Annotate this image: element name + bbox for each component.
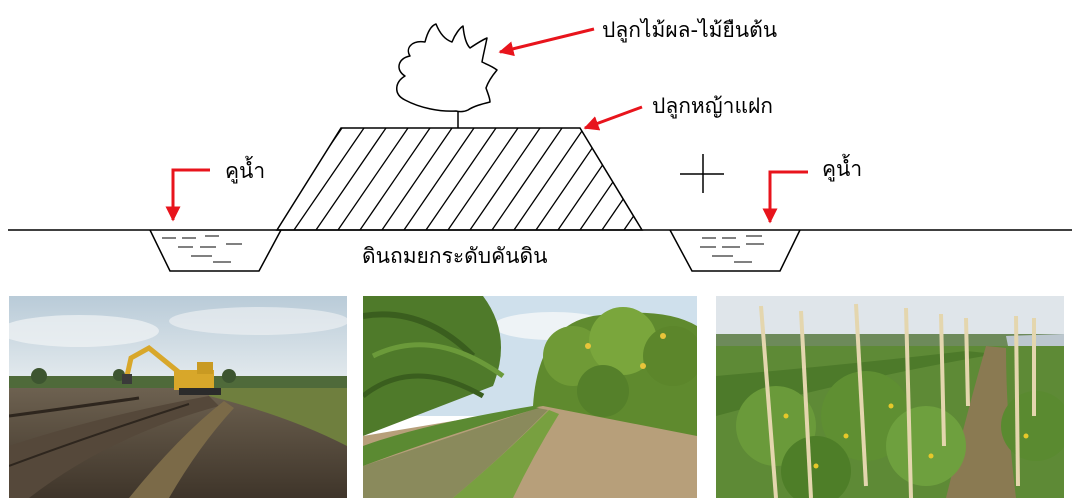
hatch-line — [293, 128, 365, 230]
tree-canopy-icon — [396, 23, 498, 128]
hatch-line — [315, 128, 387, 230]
raised-bed — [275, 127, 760, 231]
excavator-digging-field-photo — [9, 296, 347, 498]
hatch-line — [646, 128, 716, 230]
hatch-line — [425, 128, 497, 230]
ditch-right — [669, 229, 801, 272]
orchard-ditch-photo — [363, 296, 697, 498]
hatch-line — [557, 128, 629, 230]
hatch-line — [381, 128, 453, 230]
hatch-line — [623, 128, 642, 230]
label-ditch-left: คูน้ำ — [225, 156, 265, 184]
hatch-line — [690, 128, 760, 230]
bed-hatching — [277, 128, 760, 230]
vegetable-trellis-photo — [716, 296, 1064, 498]
hatch-line — [601, 128, 642, 230]
arrow-icon — [498, 27, 595, 57]
hatch-line — [447, 128, 519, 230]
label-raised-soil: ดินถมยกระดับคันดิน — [362, 244, 548, 268]
label-vetiver-grass: ปลูกหญ้าแฝก — [652, 94, 773, 119]
hatch-line — [403, 128, 475, 230]
hatch-line — [535, 128, 607, 230]
hatch-line — [469, 128, 541, 230]
arrow-icon — [583, 105, 643, 131]
plus-sign-icon — [680, 154, 724, 193]
hatch-line — [513, 128, 585, 230]
arrow-icon — [165, 168, 210, 222]
hatch-line — [491, 128, 563, 230]
hatch-line — [579, 128, 642, 230]
ditch-left — [149, 229, 282, 272]
hatch-line — [359, 128, 431, 230]
label-ditch-right: คูน้ำ — [822, 154, 862, 182]
label-fruit-trees: ปลูกไม้ผล-ไม้ยืนต้น — [602, 18, 777, 43]
hatch-line — [337, 128, 409, 230]
arrow-icon — [762, 170, 808, 224]
